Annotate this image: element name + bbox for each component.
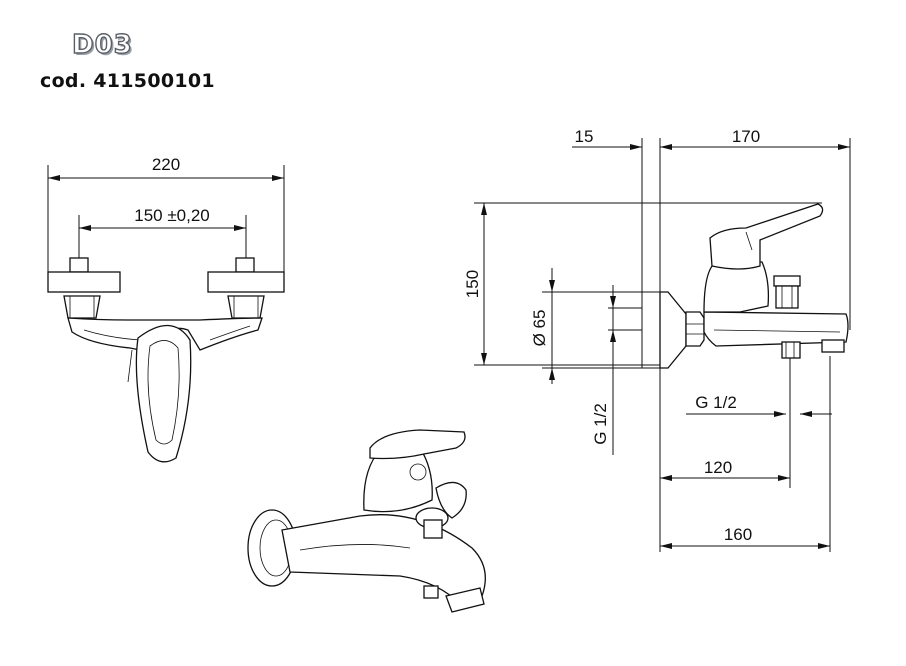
cartridge-housing — [703, 261, 770, 313]
model-name: D03 — [71, 29, 133, 60]
side-view: 15 170 150 Ø 65 — [463, 127, 851, 552]
right-nut — [227, 295, 265, 319]
perspective-lever — [369, 429, 466, 460]
perspective-aerator — [445, 587, 485, 613]
aerator — [821, 339, 845, 353]
diverter-knob — [773, 275, 801, 287]
right-connector-stub — [235, 257, 255, 273]
dim-outlet-thread: G 1/2 — [695, 393, 737, 412]
dim-height: 150 — [463, 270, 482, 298]
arrow-center-left — [79, 225, 91, 231]
perspective-diverter-housing — [435, 481, 467, 519]
shower-outlet — [781, 341, 801, 359]
eccentric-nut — [685, 311, 705, 347]
product-code: cod. 411500101 — [40, 70, 215, 92]
dim-center-distance: 150 ±0,20 — [134, 206, 210, 225]
left-rosette — [47, 271, 121, 293]
perspective-cartridge — [363, 447, 433, 513]
right-rosette — [207, 271, 285, 293]
dim-spout-length: 160 — [724, 525, 752, 544]
dim-outlet-position: 120 — [704, 458, 732, 477]
perspective-diverter-stem — [423, 519, 443, 539]
arrow-left — [48, 175, 60, 181]
side-lever — [709, 203, 824, 270]
dim-overall-width: 220 — [152, 155, 180, 174]
spout-body — [703, 311, 849, 347]
perspective-view — [247, 429, 486, 613]
mixer-body — [67, 317, 263, 353]
dim-wall-thickness: 15 — [575, 127, 594, 146]
perspective-shower-outlet — [423, 585, 439, 599]
arrow-right — [272, 175, 284, 181]
front-view: 220 150 ±0,20 — [47, 155, 285, 463]
wall-rosette — [659, 291, 687, 369]
perspective-spout-body — [281, 514, 486, 607]
arrow-center-right — [234, 225, 246, 231]
dim-body-length: 170 — [732, 127, 760, 146]
diverter-stem — [775, 285, 799, 309]
mixer-lever — [135, 324, 192, 463]
dim-inlet-thread: G 1/2 — [591, 403, 610, 445]
dim-rosette-diameter: Ø 65 — [530, 310, 549, 347]
left-nut — [63, 295, 101, 319]
logo-disc — [409, 463, 427, 481]
left-connector-stub — [69, 257, 89, 273]
